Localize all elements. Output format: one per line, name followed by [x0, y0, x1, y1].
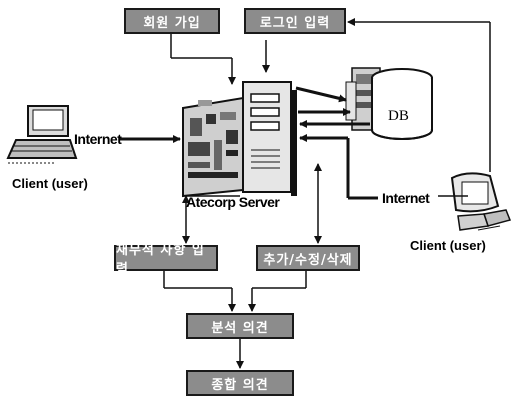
login-input-box: 로그인 입력 [244, 8, 346, 34]
internet-label-right: Internet [382, 190, 430, 206]
db-label: DB [388, 108, 409, 124]
analysis-opinion-box: 분석 의견 [186, 313, 294, 339]
internet-label-left: Internet [74, 131, 122, 147]
overall-opinion-box: 종합 의견 [186, 370, 294, 396]
member-signup-box: 회원 가입 [124, 8, 220, 34]
finance-input-box: 재무적 사항 입력 [114, 243, 218, 277]
client-label-left: Client (user) [12, 176, 88, 191]
add-edit-delete-box: 추가/수정/삭제 [256, 245, 360, 271]
client-computer-right-icon [450, 172, 512, 231]
client-computer-left-icon [6, 105, 78, 164]
database-icon [345, 67, 433, 140]
server-label: Atecorp Server [186, 194, 280, 210]
client-label-right: Client (user) [410, 238, 486, 253]
server-icon [182, 81, 297, 198]
